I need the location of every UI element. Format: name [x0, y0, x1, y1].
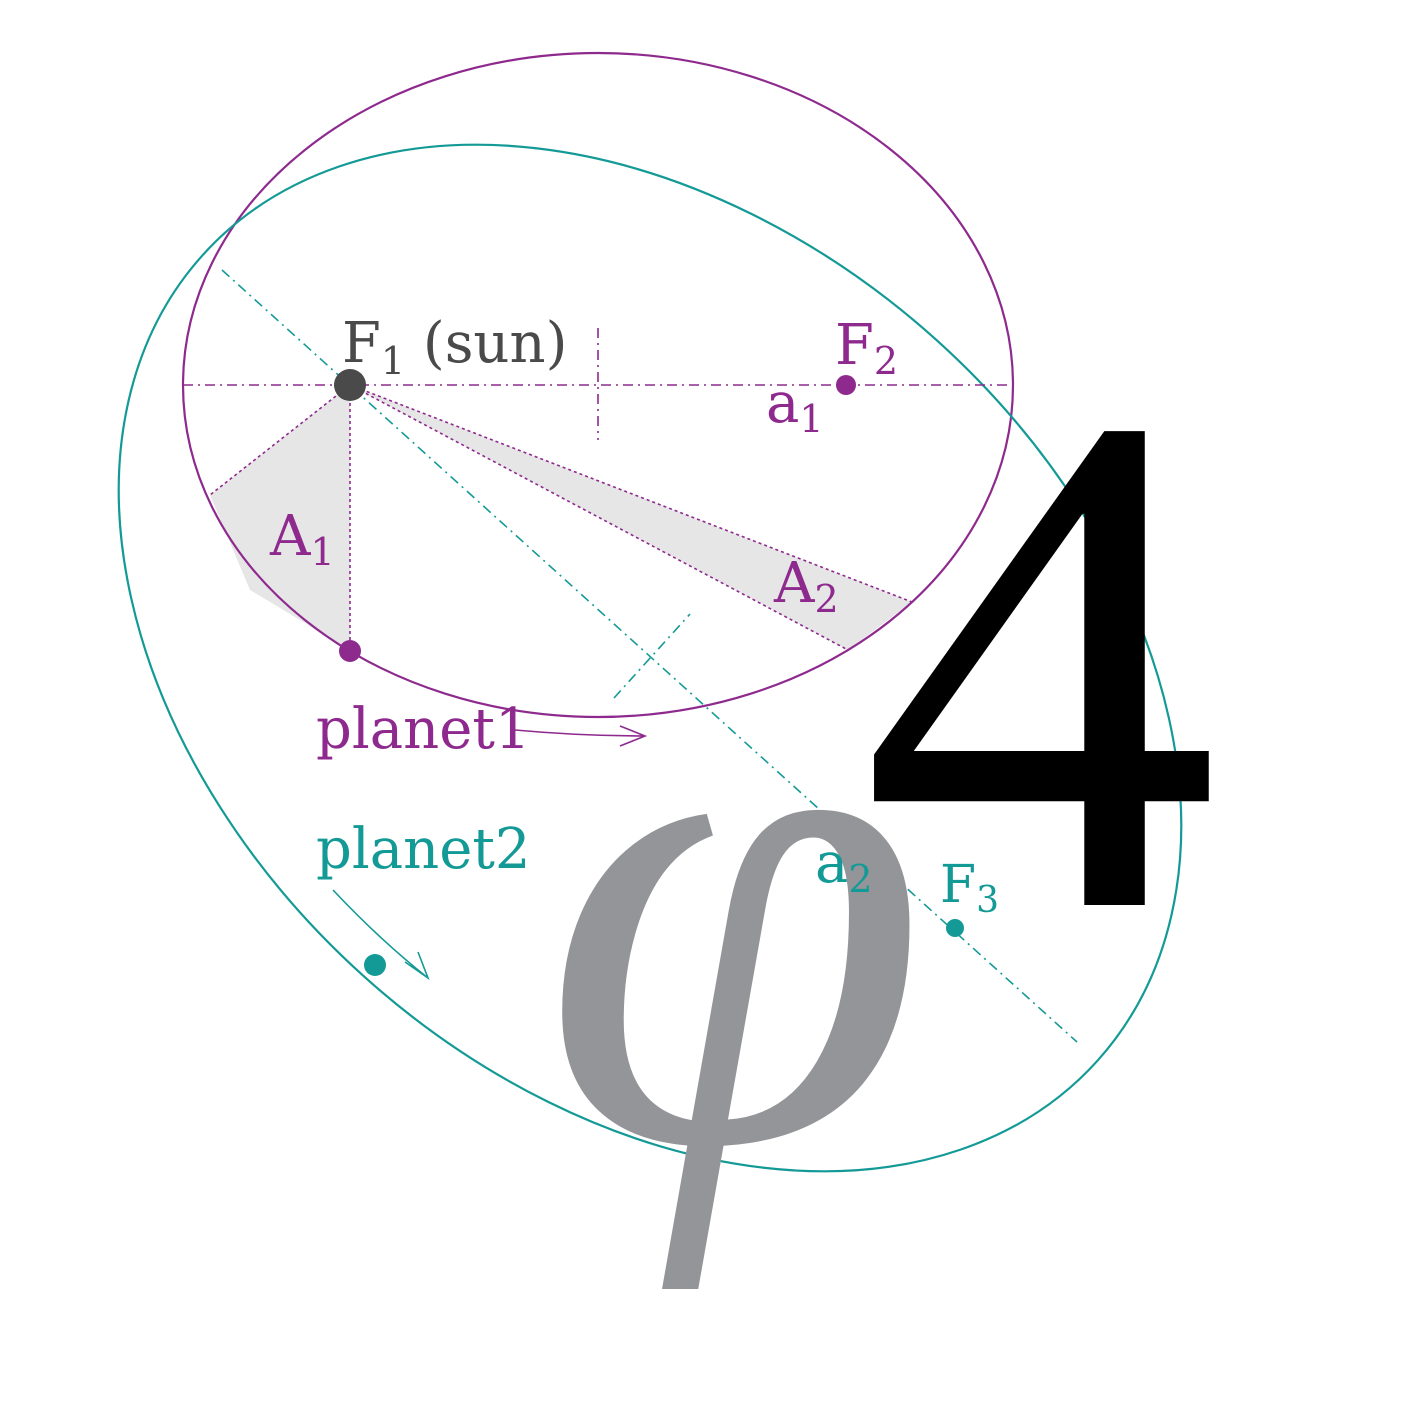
- orbit2-minor-tick: [613, 613, 691, 699]
- four-glyph: 4: [860, 263, 1220, 1061]
- f2-dot: [836, 375, 856, 395]
- a1-label: a1: [766, 371, 824, 441]
- area1-sector: [210, 385, 350, 650]
- f3-dot: [946, 919, 964, 937]
- planet2-arrow-icon: [332, 889, 430, 981]
- area2-sector: [350, 385, 912, 650]
- area2-label: A2: [773, 551, 839, 621]
- radius-line-2a: [349, 384, 913, 603]
- a2-label: a2: [815, 831, 873, 901]
- orbit2-ellipse: [117, 143, 1183, 1173]
- sun-label: F1 (sun): [342, 311, 567, 383]
- phi-glyph: φ: [541, 517, 928, 1293]
- orbit2-major-axis: [221, 269, 1078, 1043]
- radius-line-2b: [349, 384, 849, 651]
- planet2-dot: [364, 954, 386, 976]
- f3-label: F3: [940, 855, 999, 921]
- area1-label: A1: [269, 504, 335, 574]
- planet1-arrow-icon: [514, 725, 648, 747]
- sun-dot: [334, 369, 366, 401]
- planet1-dot: [339, 640, 361, 662]
- planet2-label: planet2: [316, 817, 530, 882]
- planet1-label: planet1: [316, 697, 530, 762]
- f2-label: F2: [835, 313, 898, 383]
